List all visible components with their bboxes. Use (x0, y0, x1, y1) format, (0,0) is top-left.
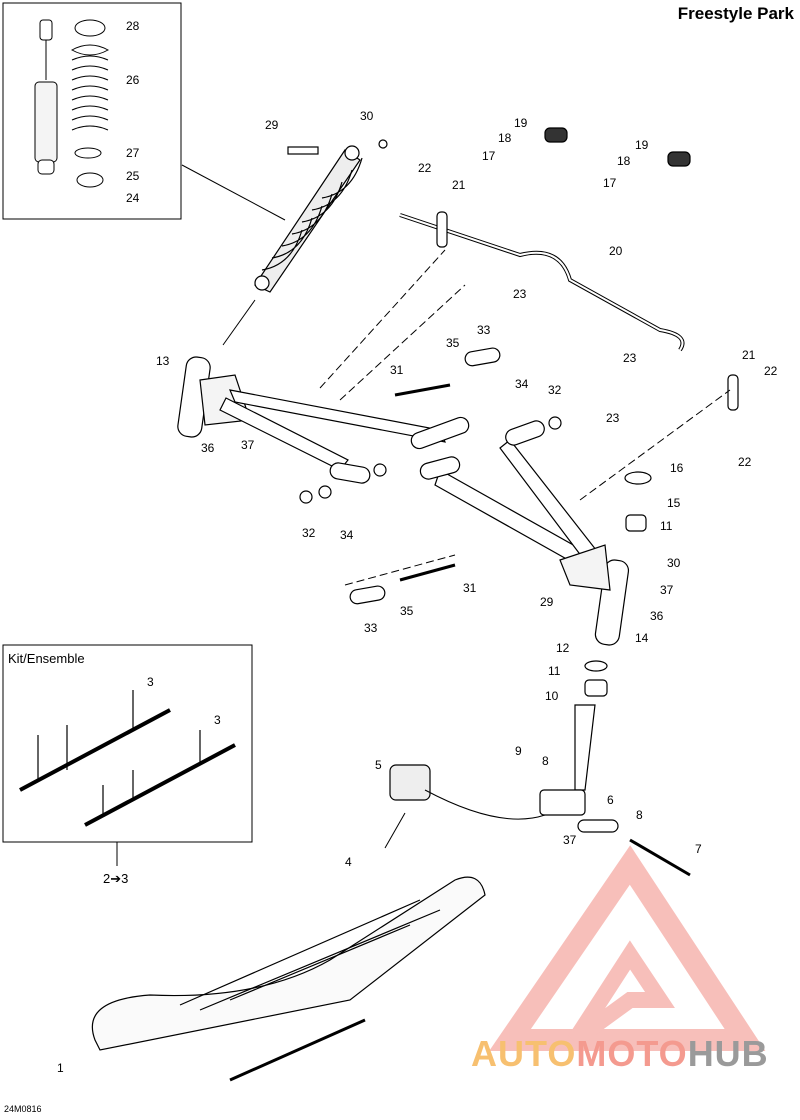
watermark-part2: MOTO (576, 1033, 688, 1074)
callout-5: 5 (375, 758, 382, 772)
callout-32b: 32 (302, 526, 316, 540)
solid-leaders (181, 164, 546, 849)
shock-absorber (254, 139, 388, 293)
callout-24: 24 (126, 191, 140, 205)
callout-8a: 8 (542, 754, 549, 768)
callout-22b: 22 (764, 364, 778, 378)
callout-34b: 34 (340, 528, 354, 542)
callout-29b: 29 (540, 595, 554, 609)
callout-4: 4 (345, 855, 352, 869)
callout-37b: 37 (660, 583, 674, 597)
callout-7: 7 (695, 842, 702, 856)
diagram-code: 24M0816 (4, 1104, 42, 1114)
callout-8b: 8 (636, 808, 643, 822)
kit-note: 2➔3 (103, 871, 129, 886)
callout-19a: 19 (514, 116, 528, 130)
callout-23b: 23 (623, 351, 637, 365)
leader-lines (319, 249, 731, 586)
callout-33a: 33 (477, 323, 491, 337)
callout-20: 20 (609, 244, 623, 258)
sway-bar (399, 127, 739, 411)
callout-1: 1 (57, 1061, 64, 1075)
callout-9: 9 (515, 744, 522, 758)
callout-3b: 3 (214, 713, 221, 727)
callout-13: 13 (156, 354, 170, 368)
callout-15: 15 (667, 496, 681, 510)
kit-label: Kit/Ensemble (8, 651, 85, 666)
callout-11a: 11 (660, 519, 673, 533)
callout-35a: 35 (446, 336, 460, 350)
callout-29a: 29 (265, 118, 279, 132)
callout-30b: 30 (667, 556, 681, 570)
callout-11b: 11 (548, 664, 561, 678)
spindle-assembly (539, 471, 691, 877)
callout-28: 28 (126, 19, 140, 33)
kit-inset-box (2, 644, 253, 843)
watermark-part1: AUTO (471, 1033, 577, 1074)
watermark-logo-icon (489, 845, 766, 1051)
callout-36b: 36 (650, 609, 664, 623)
callout-19b: 19 (635, 138, 649, 152)
callout-35b: 35 (400, 604, 414, 618)
callout-36a: 36 (201, 441, 215, 455)
callout-17a: 17 (482, 149, 496, 163)
lower-a-arm (419, 420, 630, 646)
callout-37a: 37 (241, 438, 255, 452)
callout-25: 25 (126, 169, 140, 183)
callout-12: 12 (556, 641, 570, 655)
ski (91, 764, 486, 1082)
callout-31a: 31 (390, 363, 404, 377)
callout-37c: 37 (563, 833, 577, 847)
main-assembly-drawing (19, 127, 739, 1082)
callout-6: 6 (607, 793, 614, 807)
callout-26: 26 (126, 73, 140, 87)
bolts-spacers (299, 347, 562, 605)
callout-labels: 1 2 3 3 4 5 6 7 8 8 9 10 11 11 12 13 14 … (57, 19, 778, 1075)
diagram-title: Freestyle Park (677, 4, 794, 23)
callout-33b: 33 (364, 621, 378, 635)
callout-23a: 23 (513, 287, 527, 301)
inset-shock-drawing (34, 19, 110, 188)
callout-18b: 18 (617, 154, 631, 168)
shock-inset-box (2, 2, 182, 220)
callout-21b: 21 (742, 348, 756, 362)
callout-21a: 21 (452, 178, 466, 192)
watermark-part3: HUB (687, 1033, 769, 1074)
kit-runners (19, 690, 236, 827)
callout-31b: 31 (463, 581, 477, 595)
callout-22a: 22 (418, 161, 432, 175)
callout-22c: 22 (738, 455, 752, 469)
callout-30a: 30 (360, 109, 374, 123)
callout-32a: 32 (548, 383, 562, 397)
callout-10: 10 (545, 689, 559, 703)
callout-34a: 34 (515, 377, 529, 391)
upper-a-arm (177, 356, 470, 484)
callout-27: 27 (126, 146, 140, 160)
callout-3a: 3 (147, 675, 154, 689)
callout-18a: 18 (498, 131, 512, 145)
watermark-text: AUTOMOTOHUB (471, 1033, 769, 1075)
callout-23c: 23 (606, 411, 620, 425)
callout-17b: 17 (603, 176, 617, 190)
callout-14: 14 (635, 631, 649, 645)
callout-16: 16 (670, 461, 684, 475)
